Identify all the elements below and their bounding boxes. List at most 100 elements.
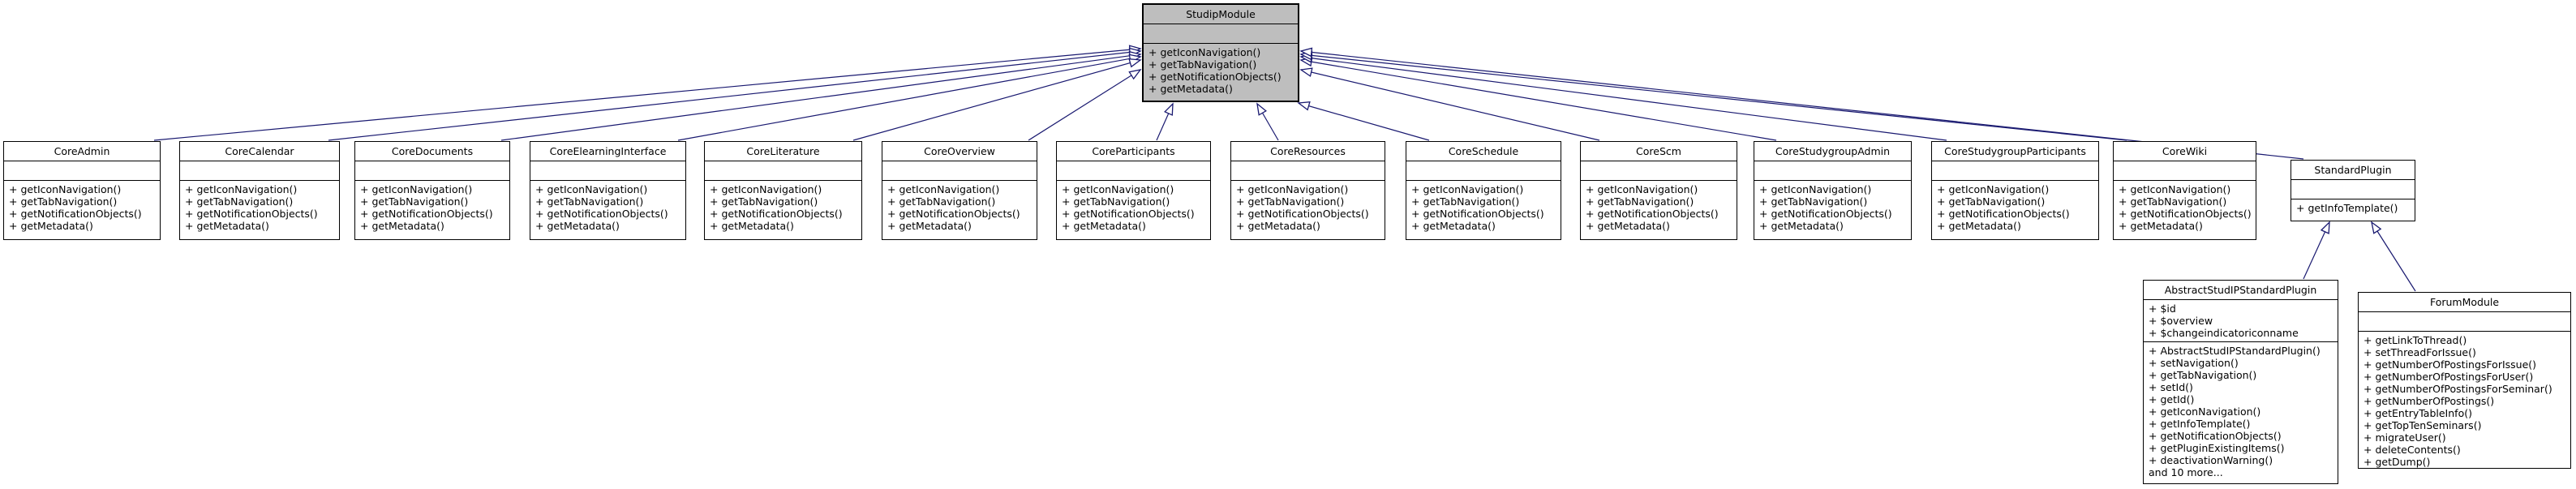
class-method: + getMetadata() — [710, 220, 794, 232]
class-method: + getIconNavigation() — [2119, 183, 2231, 195]
class-method: + getMetadata() — [1586, 220, 1670, 232]
class-method: + getMetadata() — [1937, 220, 2021, 232]
class-methods-section: + getIconNavigation()+ getTabNavigation(… — [882, 181, 1037, 239]
class-method: + getNotificationObjects() — [2119, 208, 2252, 220]
class-method: + setId() — [2149, 381, 2193, 393]
class-box-CoreStudygroupParticipants[interactable]: CoreStudygroupParticipants + getIconNavig… — [1931, 141, 2099, 240]
inheritance-edge-CoreStudygroupParticipants-to-StudipModule — [1299, 53, 1947, 141]
class-method: + getNotificationObjects() — [887, 208, 1020, 220]
class-box-AbstractStudIPStandardPlugin[interactable]: AbstractStudIPStandardPlugin + $id+ $over… — [2143, 280, 2338, 484]
class-title: CoreResources — [1231, 142, 1385, 161]
class-method: + getIconNavigation() — [1937, 183, 2050, 195]
class-method: + getTabNavigation() — [710, 195, 818, 208]
class-methods-section: + getIconNavigation()+ getTabNavigation(… — [530, 181, 685, 239]
class-methods-section: + getIconNavigation()+ getTabNavigation(… — [1231, 181, 1385, 239]
class-method: + AbstractStudIPStandardPlugin() — [2149, 345, 2321, 357]
class-method: + getPluginExistingItems() — [2149, 442, 2285, 454]
class-attributes-section — [530, 161, 685, 181]
inheritance-edge-CoreResources-to-StudipModule — [1256, 102, 1279, 141]
class-attributes-section — [2359, 312, 2570, 332]
class-attribute: + $changeindicatoriconname — [2149, 327, 2299, 339]
class-method: + getNotificationObjects() — [2149, 430, 2282, 442]
class-method: + getInfoTemplate() — [2149, 418, 2251, 430]
class-attribute: + $id — [2149, 302, 2176, 315]
class-method: + getNumberOfPostingsForIssue() — [2363, 358, 2537, 371]
class-attributes-section — [355, 161, 509, 181]
class-box-CoreResources[interactable]: CoreResources + getIconNavigation()+ getT… — [1230, 141, 1385, 240]
class-method: + deactivationWarning() — [2149, 454, 2273, 466]
class-attribute: + $overview — [2149, 315, 2213, 327]
class-methods-section: + getIconNavigation()+ getTabNavigation(… — [2114, 181, 2256, 239]
class-method: + getLinkToThread() — [2363, 334, 2467, 346]
class-title: CoreStudygroupAdmin — [1754, 142, 1911, 161]
class-title: AbstractStudIPStandardPlugin — [2144, 281, 2338, 300]
class-method: + getMetadata() — [887, 220, 972, 232]
class-attributes-section — [1057, 161, 1210, 181]
class-box-CoreDocuments[interactable]: CoreDocuments+ getIconNavigation()+ getT… — [354, 141, 510, 240]
class-method: + getTabNavigation() — [1148, 58, 1257, 71]
class-title: CoreOverview — [882, 142, 1037, 161]
class-attributes-section — [1581, 161, 1737, 181]
class-method: + getNotificationObjects() — [710, 208, 843, 220]
class-title: CoreStudygroupParticipants — [1932, 142, 2098, 161]
class-methods-section: + getInfoTemplate() — [2291, 199, 2415, 221]
class-box-CoreOverview[interactable]: CoreOverview + getIconNavigation()+ getTa… — [882, 141, 1037, 240]
class-method: + getNotificationObjects() — [1586, 208, 1719, 220]
class-box-StudipModule[interactable]: StudipModule+ getIconNavigation()+ getTa… — [1142, 3, 1299, 102]
class-attributes-section — [882, 161, 1037, 181]
class-method: + getMetadata() — [9, 220, 93, 232]
class-method: + getNotificationObjects() — [1937, 208, 2070, 220]
class-title: CoreParticipants — [1057, 142, 1210, 161]
class-methods-section: + getIconNavigation()+ getTabNavigation(… — [355, 181, 509, 239]
class-box-CoreLiterature[interactable]: CoreLiterature + getIconNavigation()+ get… — [704, 141, 862, 240]
class-title: CoreSchedule — [1406, 142, 1561, 161]
class-attributes-section — [705, 161, 861, 181]
class-method: + getTabNavigation() — [1411, 195, 1520, 208]
class-title: CoreElearningInterface — [530, 142, 685, 161]
class-title: CoreAdmin — [4, 142, 160, 161]
class-attributes-section — [4, 161, 160, 181]
class-methods-section: + getIconNavigation()+ getTabNavigation(… — [4, 181, 160, 239]
class-box-ForumModule[interactable]: ForumModule+ getLinkToThread()+ setThrea… — [2358, 292, 2571, 469]
class-title: CoreScm — [1581, 142, 1737, 161]
class-box-CoreAdmin[interactable]: CoreAdmin + getIconNavigation()+ getTabNa… — [3, 141, 161, 240]
inheritance-edge-AbstractStudIPStandardPlugin-to-StandardPlugin — [2303, 221, 2330, 280]
class-box-CoreStudygroupAdmin[interactable]: CoreStudygroupAdmin+ getIconNavigation()… — [1754, 141, 1912, 240]
class-attributes-section — [1754, 161, 1911, 181]
inheritance-edge-ForumModule-to-StandardPlugin — [2371, 221, 2416, 292]
class-box-CoreWiki[interactable]: CoreWiki+ getIconNavigation()+ getTabNav… — [2113, 141, 2256, 240]
class-box-CoreSchedule[interactable]: CoreSchedule+ getIconNavigation()+ getTa… — [1406, 141, 1561, 240]
class-method: + getMetadata() — [1236, 220, 1320, 232]
class-title: CoreLiterature — [705, 142, 861, 161]
class-method: + getTabNavigation() — [887, 195, 996, 208]
class-method: + setThreadForIssue() — [2363, 346, 2476, 358]
class-attributes-section — [1932, 161, 2098, 181]
class-box-CoreParticipants[interactable]: CoreParticipants+ getIconNavigation()+ g… — [1056, 141, 1211, 240]
class-methods-section: + AbstractStudIPStandardPlugin()+ setNav… — [2144, 342, 2338, 483]
class-method: + getNumberOfPostingsForSeminar() — [2363, 383, 2552, 395]
class-title: StandardPlugin — [2291, 161, 2415, 180]
class-method: + setNavigation() — [2149, 357, 2239, 369]
class-method: + getTabNavigation() — [1236, 195, 1345, 208]
class-box-CoreCalendar[interactable]: CoreCalendar+ getIconNavigation()+ getTa… — [179, 141, 340, 240]
class-attributes-section — [2291, 180, 2415, 199]
class-method: + getNumberOfPostingsForUser() — [2363, 371, 2534, 383]
inheritance-edge-CoreWiki-to-StudipModule — [1299, 50, 2127, 141]
class-attributes-section — [1144, 24, 1298, 44]
class-box-CoreScm[interactable]: CoreScm+ getIconNavigation()+ getTabNavi… — [1580, 141, 1737, 240]
class-title: CoreCalendar — [180, 142, 339, 161]
class-box-CoreElearningInterface[interactable]: CoreElearningInterface + getIconNavigatio… — [530, 141, 686, 240]
class-method: + getMetadata() — [1062, 220, 1146, 232]
class-method: + getDump() — [2363, 456, 2431, 468]
class-box-StandardPlugin[interactable]: StandardPlugin + getInfoTemplate() — [2290, 160, 2415, 221]
class-methods-section: + getIconNavigation()+ getTabNavigation(… — [705, 181, 861, 239]
class-attributes-section — [1231, 161, 1385, 181]
class-method: + getIconNavigation() — [1586, 183, 1698, 195]
class-attributes-section — [180, 161, 339, 181]
class-method: + getInfoTemplate() — [2296, 202, 2398, 214]
inheritance-edge-CoreSchedule-to-StudipModule — [1297, 101, 1430, 141]
class-method: + getId() — [2149, 393, 2195, 405]
class-method: + getIconNavigation() — [1236, 183, 1349, 195]
